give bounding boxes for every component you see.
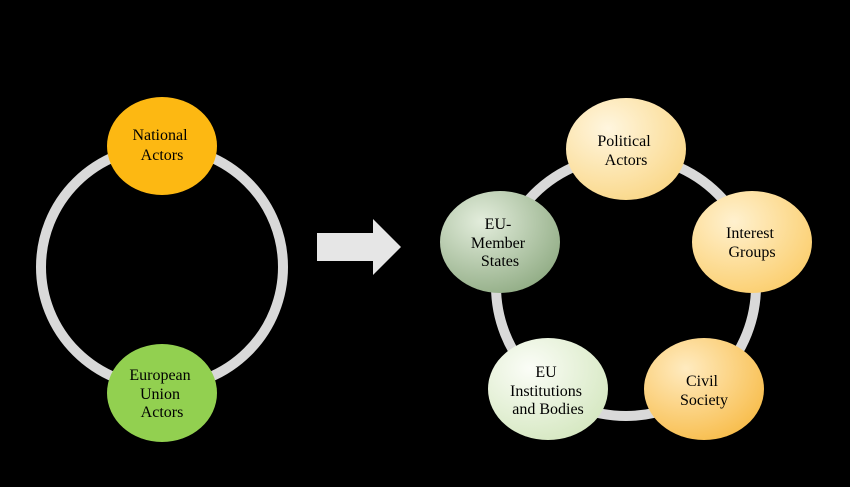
transition-arrow <box>317 219 401 275</box>
svg-text:EU Institutions: EU Institutions and Bodies <box>510 364 586 418</box>
node-label-line: Society <box>680 392 728 409</box>
node-label-line: Actors <box>605 152 648 169</box>
svg-text:National Actors: National Actors <box>132 127 191 164</box>
node-label-line: Member <box>471 235 526 252</box>
node-label-line: Interest <box>726 225 775 242</box>
node-label-line: Political <box>597 133 651 150</box>
node-label-line: States <box>481 253 519 270</box>
svg-text:Civil Society: Civil Society <box>680 373 728 409</box>
left-cycle: National Actors European Union Actors <box>36 97 288 442</box>
svg-text:Political Actors: Political Actors <box>597 133 654 169</box>
node-label-line: Actors <box>141 404 184 421</box>
node-label-line: Union <box>140 386 180 403</box>
node-political-actors: Political Actors <box>566 98 686 200</box>
node-label-line: European <box>129 367 190 384</box>
node-national-actors: National Actors <box>107 97 217 195</box>
node-label-line: EU- <box>485 216 512 233</box>
node-european-union-actors: European Union Actors <box>107 344 217 442</box>
node-label-line: Groups <box>728 244 775 261</box>
svg-text:European Union: European Union Actors <box>129 367 194 421</box>
node-label-line: National <box>132 127 188 144</box>
node-interest-groups: Interest Groups <box>692 191 812 293</box>
node-label-line: Actors <box>141 147 184 164</box>
node-eu-member-states: EU- Member States <box>440 191 560 293</box>
right-cycle: Political Actors Interest Groups Civil S… <box>440 98 812 440</box>
node-civil-society: Civil Society <box>644 338 764 440</box>
node-label-line: Institutions <box>510 383 582 400</box>
node-eu-institutions-and-bodies: EU Institutions and Bodies <box>488 338 608 440</box>
node-label-line: Civil <box>686 373 719 390</box>
node-label-line: EU <box>535 364 557 381</box>
node-label-line: and Bodies <box>512 401 584 418</box>
svg-text:EU- Member Sta: EU- Member States <box>471 216 529 270</box>
svg-text:Interest Groups: Interest Groups <box>726 225 778 261</box>
